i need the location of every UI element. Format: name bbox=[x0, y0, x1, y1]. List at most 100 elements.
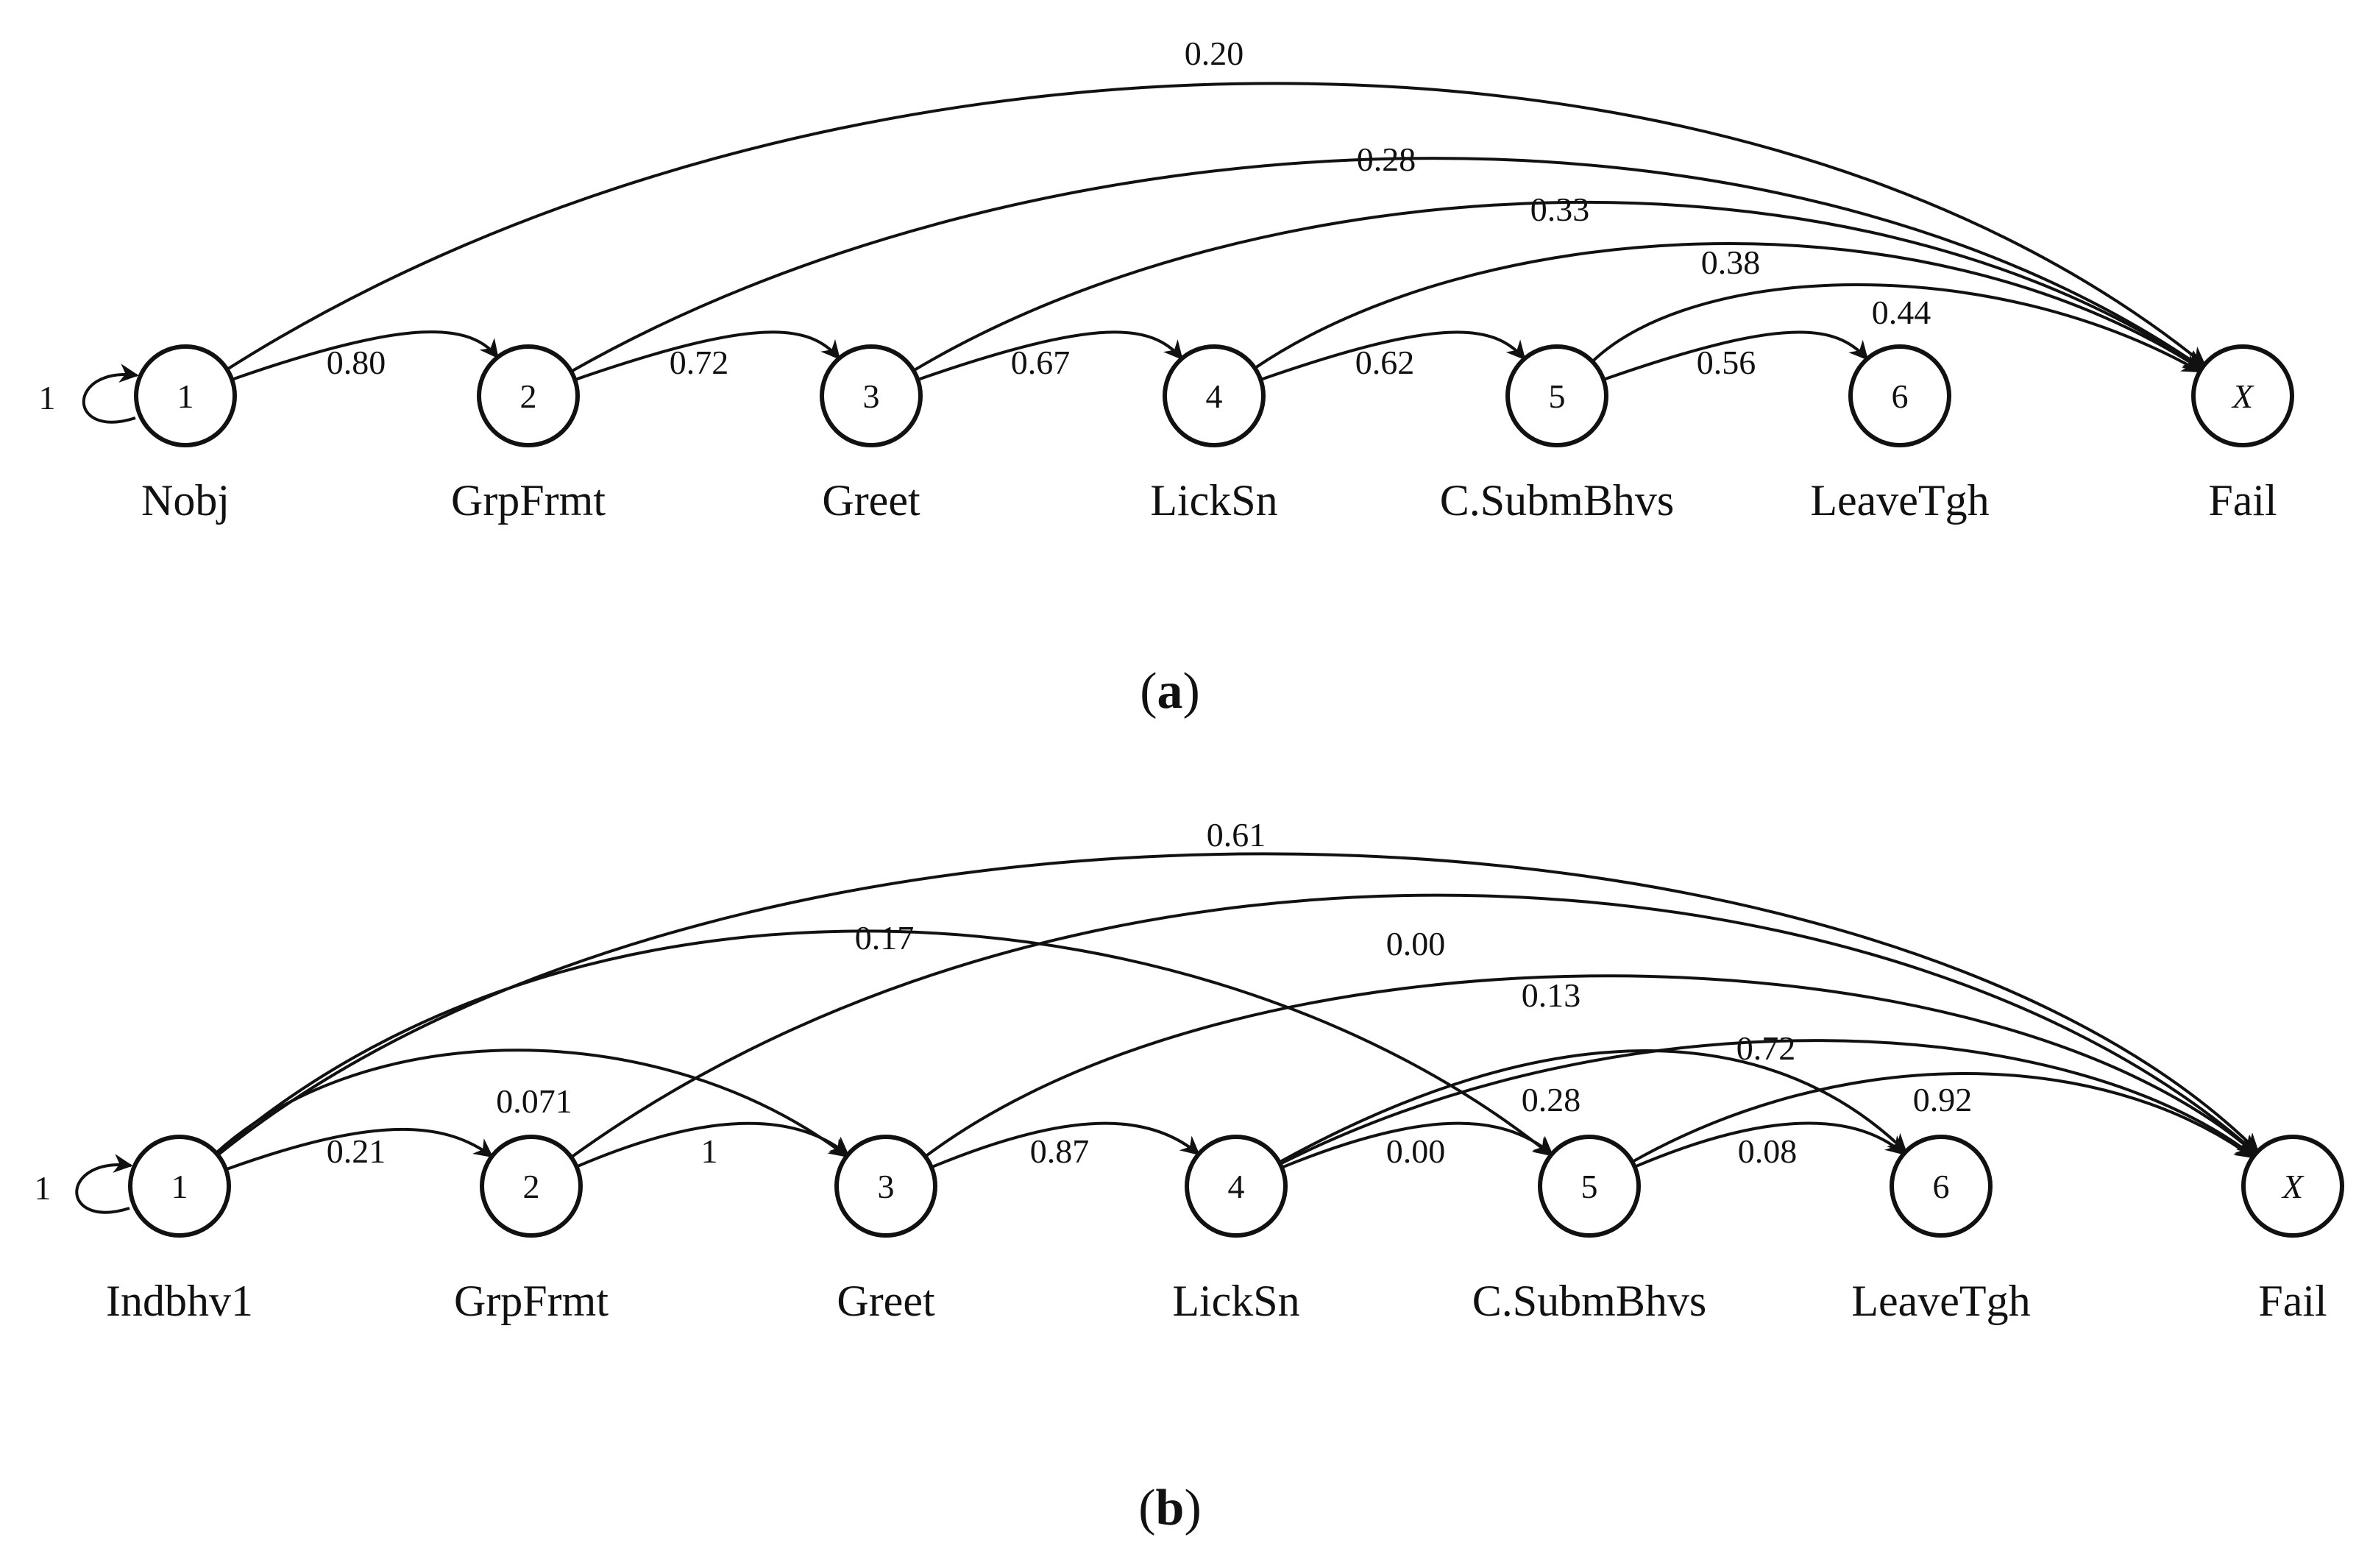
diagram-a-node-X-name: Fail bbox=[2208, 476, 2277, 525]
diagram-a-edge-2-3 bbox=[574, 330, 841, 381]
diagram-a-edge-label-2-X: 0.28 bbox=[1357, 141, 1416, 178]
diagram-a-edges: 0.80 0.72 0.67 0.62 0.56 0.20 0.28 0.33 0.38 0.44… bbox=[39, 35, 2207, 424]
diagram-a-edge-5-6 bbox=[1603, 330, 1869, 381]
diagram-a-node-2 bbox=[477, 344, 580, 447]
diagram-a-edge-2-X bbox=[570, 157, 2204, 373]
diagram-b-node-1 bbox=[128, 1135, 231, 1238]
diagram-a-node-1-label: 1 bbox=[177, 377, 194, 415]
diagram-b-edge-2-X bbox=[570, 893, 2258, 1159]
diagram-a-edge-1-2 bbox=[231, 330, 499, 381]
diagram-b-edge-4-X bbox=[1279, 1039, 2255, 1166]
diagram-b-node-2-label: 2 bbox=[523, 1168, 540, 1205]
diagram-b-node-6 bbox=[1890, 1135, 1993, 1238]
diagram-a-node-2-name: GrpFrmt bbox=[451, 476, 606, 525]
diagram-b-edge-label-1-2: 0.21 bbox=[327, 1132, 386, 1170]
diagram-a-node-4 bbox=[1163, 344, 1266, 447]
diagram-b-edge-3-4 bbox=[931, 1121, 1200, 1169]
diagram-b-edge-label-3-4: 0.87 bbox=[1030, 1132, 1090, 1170]
diagram-a-node-6 bbox=[1848, 344, 1951, 447]
diagram-a-self-loop-label: 1 bbox=[39, 379, 56, 416]
diagram-a-edge-4-X bbox=[1254, 242, 2203, 371]
diagram-b-node-4-name: LickSn bbox=[1172, 1277, 1299, 1325]
diagram-a: 0.80 0.72 0.67 0.62 0.56 0.20 0.28 0.33 0.38 0.44… bbox=[39, 35, 2294, 720]
diagram-b-node-X bbox=[2241, 1135, 2344, 1238]
diagram-b: 0.21 1 0.87 0.00 0.08 0.071 0.17 0.61 0.00 0.13 0.… bbox=[35, 816, 2344, 1536]
diagram-b-edges: 0.21 1 0.87 0.00 0.08 0.071 0.17 0.61 0.00 0.13 0.… bbox=[35, 816, 2260, 1214]
diagram-b-node-1-label: 1 bbox=[171, 1168, 188, 1205]
diagram-b-node-6-label: 6 bbox=[1933, 1168, 1950, 1205]
diagram-a-edge-label-3-4: 0.67 bbox=[1011, 344, 1071, 381]
diagram-a-edge-label-5-6: 0.56 bbox=[1697, 344, 1756, 381]
diagram-b-node-3-label: 3 bbox=[878, 1168, 895, 1205]
diagram-a-edge-label-4-5: 0.62 bbox=[1355, 344, 1415, 381]
caption-b: (b) bbox=[1138, 1480, 1202, 1536]
diagram-a-node-5 bbox=[1505, 344, 1608, 447]
diagram-b-edge-1-2 bbox=[225, 1127, 494, 1171]
diagram-b-edge-label-4-X: 0.72 bbox=[1736, 1029, 1796, 1067]
diagram-a-edge-label-1-X: 0.20 bbox=[1185, 35, 1244, 72]
diagram-a-node-1-name: Nobj bbox=[141, 476, 230, 525]
diagram-b-node-4-label: 4 bbox=[1228, 1168, 1245, 1205]
diagram-b-self-loop bbox=[75, 1154, 133, 1214]
caption-b-letter: b bbox=[1156, 1480, 1185, 1536]
diagram-a-edge-3-X bbox=[912, 200, 2204, 372]
diagram-b-node-5-label: 5 bbox=[1581, 1168, 1598, 1205]
diagram-b-node-X-label: X bbox=[2281, 1168, 2305, 1205]
diagram-a-node-X bbox=[2191, 344, 2294, 447]
diagram-b-edge-label-5-6: 0.08 bbox=[1738, 1132, 1798, 1170]
diagram-b-edge-1-X bbox=[216, 852, 2260, 1157]
diagram-b-edge-label-2-X: 0.00 bbox=[1386, 925, 1446, 962]
diagram-b-node-6-name: LeaveTgh bbox=[1851, 1277, 2030, 1325]
diagram-b-node-3 bbox=[834, 1135, 937, 1238]
diagram-b-edge-label-1-3: 0.071 bbox=[496, 1082, 572, 1120]
diagram-b-node-X-name: Fail bbox=[2258, 1277, 2327, 1325]
diagram-b-node-1-name: Indbhv1 bbox=[106, 1277, 253, 1325]
diagram-b-node-5 bbox=[1538, 1135, 1641, 1238]
diagram-b-node-5-name: C.SubmBhvs bbox=[1472, 1277, 1706, 1325]
diagram-b-edge-label-4-6: 0.28 bbox=[1522, 1081, 1581, 1118]
diagram-b-edge-label-1-5: 0.17 bbox=[855, 919, 915, 957]
diagram-a-node-4-label: 4 bbox=[1206, 377, 1223, 415]
diagram-b-node-2 bbox=[480, 1135, 583, 1238]
diagram-b-edge-1-5 bbox=[216, 929, 1553, 1157]
diagram-b-node-4 bbox=[1185, 1135, 1288, 1238]
diagram-a-edge-3-4 bbox=[917, 330, 1183, 381]
diagram-a-node-5-label: 5 bbox=[1549, 377, 1566, 415]
diagram-a-edge-label-2-3: 0.72 bbox=[670, 344, 729, 381]
diagram-a-edge-5-X bbox=[1591, 283, 2202, 373]
diagram-a-node-3-label: 3 bbox=[863, 377, 880, 415]
diagram-a-node-2-label: 2 bbox=[520, 377, 537, 415]
diagram-b-node-2-name: GrpFrmt bbox=[454, 1277, 609, 1325]
diagram-b-edge-label-3-X: 0.13 bbox=[1522, 976, 1581, 1014]
diagram-b-edge-label-2-3: 1 bbox=[701, 1132, 718, 1170]
diagram-a-node-4-name: LickSn bbox=[1150, 476, 1277, 525]
diagram-a-self-loop bbox=[82, 363, 139, 424]
diagram-a-node-5-name: C.SubmBhvs bbox=[1440, 476, 1674, 525]
diagram-b-edge-label-1-X: 0.61 bbox=[1207, 816, 1266, 854]
diagram-b-nodes: 1Indbhv12GrpFrmt3Greet4LickSn5C.SubmBhvs… bbox=[106, 1135, 2344, 1325]
diagram-b-self-loop-label: 1 bbox=[35, 1169, 52, 1207]
diagram-b-edge-5-X bbox=[1631, 1072, 2254, 1163]
diagram-a-node-X-label: X bbox=[2231, 377, 2254, 415]
diagram-a-edge-label-3-X: 0.33 bbox=[1530, 191, 1590, 228]
diagram-a-node-1 bbox=[134, 344, 237, 447]
diagram-a-edge-label-5-X: 0.44 bbox=[1872, 294, 1931, 331]
diagram-b-edge-5-6 bbox=[1633, 1121, 1906, 1168]
diagram-a-node-3-name: Greet bbox=[822, 476, 920, 525]
diagram-b-edge-label-5-X: 0.92 bbox=[1913, 1081, 1973, 1118]
diagram-b-edge-label-4-5: 0.00 bbox=[1386, 1132, 1446, 1170]
caption-a-letter: a bbox=[1157, 663, 1183, 720]
diagram-a-edge-label-1-2: 0.80 bbox=[327, 344, 386, 381]
diagram-a-node-6-label: 6 bbox=[1892, 377, 1909, 415]
diagram-a-edge-4-5 bbox=[1260, 330, 1526, 381]
diagram-a-edge-label-4-X: 0.38 bbox=[1701, 244, 1761, 281]
diagram-b-edge-3-X bbox=[924, 974, 2257, 1158]
diagram-b-edge-4-6 bbox=[1278, 1049, 1907, 1164]
caption-a: (a) bbox=[1140, 663, 1200, 720]
diagram-a-edge-1-X bbox=[226, 82, 2207, 371]
diagram-a-node-6-name: LeaveTgh bbox=[1810, 476, 1989, 525]
diagram-a-node-3 bbox=[820, 344, 923, 447]
